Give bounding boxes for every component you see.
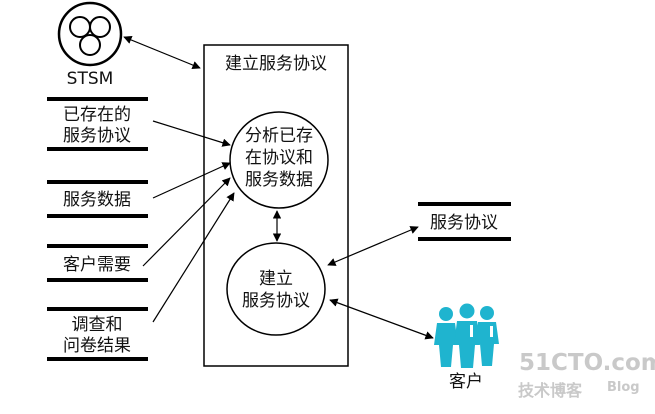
- input-customer-needs-label: 客户需要: [63, 255, 131, 275]
- arrow-survey-analyze: [152, 192, 235, 323]
- arrow-data-analyze: [152, 162, 231, 199]
- arrows: [123, 35, 434, 340]
- input-survey-results: 调查和 问卷结果: [47, 307, 148, 361]
- process-analyze-line-1: 分析已存: [245, 126, 313, 146]
- input-survey-line-1: 调查和: [72, 315, 123, 335]
- process-analyze-line-2: 在协议和: [245, 148, 313, 168]
- main-process-box: [203, 44, 349, 367]
- input-service-data-label: 服务数据: [63, 190, 131, 210]
- process-establish-circle: [226, 242, 326, 336]
- process-analyze-line-3: 服务数据: [245, 170, 313, 190]
- process-establish-line-1: 建立: [259, 269, 293, 289]
- watermark-logo: 51CTO.com 技术博客 Blog: [518, 350, 655, 400]
- process-analyze-circle: [229, 111, 329, 209]
- input-existing-line-2: 服务协议: [63, 126, 131, 146]
- arrow-needs-analyze: [142, 177, 231, 267]
- watermark-brand: 51CTO.com: [519, 350, 655, 376]
- customer-group-icon: [434, 303, 499, 368]
- output-agreement: 服务协议: [418, 202, 511, 241]
- customer-label: 客户: [449, 372, 483, 392]
- input-service-data: 服务数据: [47, 180, 148, 218]
- stsm-logo: [57, 1, 123, 67]
- arrow-establish-output: [327, 226, 419, 266]
- arrow-establish-customer: [329, 298, 434, 340]
- watermark-sub: 技术博客: [518, 381, 583, 400]
- main-box-title: 建立服务协议: [225, 54, 327, 74]
- input-customer-needs: 客户需要: [47, 244, 148, 282]
- input-existing-line-1: 已存在的: [63, 105, 131, 125]
- stsm-label: STSM: [67, 69, 114, 89]
- input-existing-agreements: 已存在的 服务协议: [47, 97, 148, 151]
- arrow-stsm-main: [123, 35, 201, 70]
- watermark-blog: Blog: [607, 380, 640, 395]
- process-establish-line-2: 服务协议: [242, 291, 310, 311]
- input-survey-line-2: 问卷结果: [63, 336, 131, 356]
- arrow-existing-analyze: [152, 120, 231, 147]
- output-agreement-label: 服务协议: [430, 213, 498, 233]
